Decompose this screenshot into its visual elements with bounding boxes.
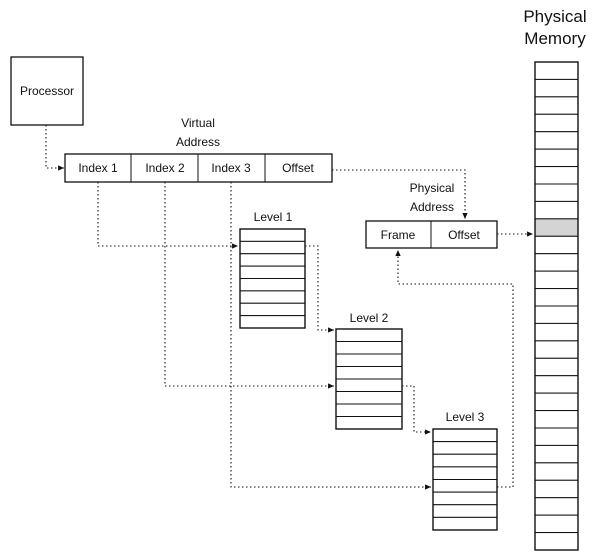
memory-cell-18 [534, 357, 579, 377]
level-1-page-table [239, 228, 306, 329]
physical-memory-column [534, 61, 579, 551]
memory-cell-6 [534, 148, 579, 168]
level-1-entry-8 [239, 315, 306, 329]
memory-cell-21 [534, 410, 579, 429]
memory-cell-14 [534, 288, 579, 307]
level-3-entry-4 [432, 466, 498, 480]
memory-cell-border [534, 61, 579, 551]
level-3-entry-6 [432, 491, 498, 506]
physical-memory-title-2: Memory [524, 29, 586, 48]
physical-address-register: Frame Offset [365, 220, 498, 249]
level-2-entry-1 [335, 328, 403, 342]
index2-to-level2-arrow [164, 182, 334, 389]
memory-cell-4 [534, 113, 579, 133]
level-2-entry-8 [335, 416, 403, 430]
level-1-entry-1 [239, 228, 306, 242]
memory-cell-13 [534, 270, 579, 290]
memory-cell-15 [534, 305, 579, 324]
processor-box: Processor [10, 56, 84, 126]
memory-cell-28 [534, 532, 579, 551]
processor-label: Processor [20, 84, 74, 98]
level-1-entry-border [239, 228, 306, 329]
level2-to-level3-arrow [402, 385, 431, 435]
memory-cell-9 [534, 200, 579, 220]
level-2-entry-4 [335, 366, 403, 380]
level-3-entry-8 [432, 516, 498, 531]
physical-address-caption-1: Physical [410, 181, 455, 195]
memory-cell-7 [534, 166, 579, 185]
level-1-entry-3 [239, 253, 306, 267]
level-2-entry-border [335, 328, 403, 430]
virtual-address-caption-2: Address [176, 135, 220, 149]
memory-cell-17 [534, 340, 579, 359]
memory-cell-26 [534, 497, 579, 516]
va-field-offset: Offset [282, 161, 314, 175]
level-3-page-table [432, 428, 498, 531]
level-3-label: Level 3 [446, 410, 485, 424]
level-3-entry-2 [432, 441, 498, 455]
memory-cell-20 [534, 392, 579, 412]
processor-to-va-arrow [45, 125, 64, 171]
level-3-entry-7 [432, 504, 498, 518]
level1-to-level2-arrow [305, 245, 334, 333]
level-3-entry-border [432, 428, 498, 531]
memory-cell-22 [534, 427, 579, 446]
level-1-entry-6 [239, 290, 306, 304]
memory-cell-19 [534, 375, 579, 394]
memory-cell-27 [534, 514, 579, 534]
level-2-label: Level 2 [350, 311, 389, 325]
level3-to-frame-arrow [395, 250, 514, 488]
pa-field-offset: Offset [448, 228, 480, 242]
level-2-entry-3 [335, 353, 403, 367]
level-2-entry-5 [335, 378, 403, 392]
va-field-index-2: Index 2 [145, 161, 185, 175]
memory-cell-16 [534, 322, 579, 342]
va-field-index-3: Index 3 [211, 161, 251, 175]
memory-cell-5 [534, 131, 579, 150]
memory-cell-24 [534, 462, 579, 481]
memory-cell-25 [534, 479, 579, 499]
index3-to-level3-arrow [230, 182, 431, 490]
level-1-entry-7 [239, 302, 306, 317]
level-2-entry-7 [335, 403, 403, 417]
pa-field-frame: Frame [381, 228, 416, 242]
memory-cell-12 [534, 253, 579, 272]
level-3-entry-3 [432, 453, 498, 468]
virtual-address-register: Index 1 Index 2 Index 3 Offset [64, 153, 333, 183]
physical-memory-title-1: Physical [523, 7, 586, 26]
level-2-page-table [335, 328, 403, 430]
memory-cell-2 [534, 78, 579, 98]
level-3-entry-1 [432, 428, 498, 443]
physical-address-caption-2: Address [410, 200, 454, 214]
memory-cell-10 [534, 218, 579, 237]
memory-cell-1 [534, 61, 579, 80]
level-1-entry-5 [239, 278, 306, 292]
index1-to-level1-arrow [97, 182, 238, 249]
va-field-index-1: Index 1 [78, 161, 118, 175]
level-1-entry-4 [239, 265, 306, 279]
level-2-entry-2 [335, 341, 403, 355]
memory-cell-8 [534, 183, 579, 202]
level-3-entry-5 [432, 479, 498, 493]
level-1-label: Level 1 [254, 210, 293, 224]
memory-cell-23 [534, 444, 579, 464]
virtual-address-caption-1: Virtual [181, 116, 215, 130]
connectors [45, 125, 533, 490]
level-2-entry-6 [335, 391, 403, 405]
memory-cell-3 [534, 96, 579, 115]
offset-to-pa-offset-arrow [332, 169, 468, 219]
memory-cell-11 [534, 235, 579, 255]
level-1-entry-2 [239, 240, 306, 255]
